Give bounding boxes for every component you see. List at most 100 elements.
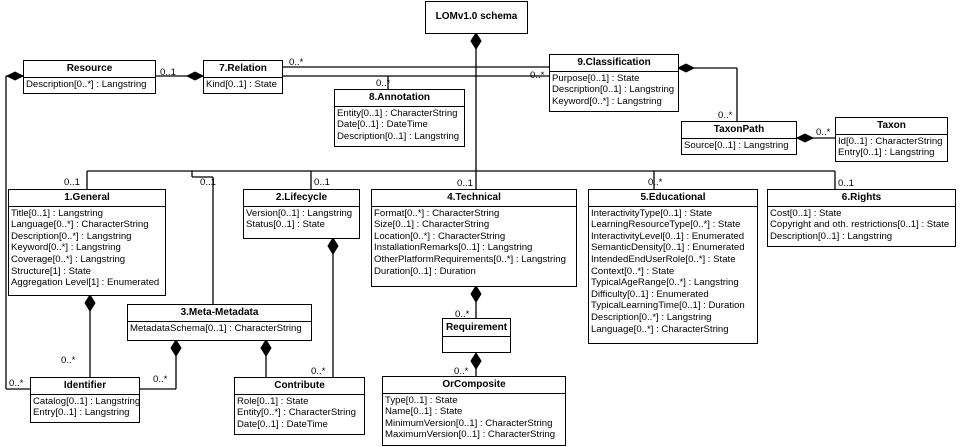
technical-attr: Location[0..*] : CharacterString [374,230,506,242]
requirement-class: Requirement [442,318,511,353]
educational-attr: Difficulty[0..1] : Enumerated [591,288,709,300]
general-attr: Aggregation Level[1] : Enumerated [11,277,160,289]
multiplicity-label: 0..* [311,366,326,377]
technical-attr: Format[0..*] : CharacterString [374,207,500,219]
rights-title: 6.Rights [768,190,955,207]
multiplicity-label: 0..1 [64,177,81,188]
multiplicity-label: 0..1 [457,178,474,189]
technical-attr: OtherPlatformRequirements[0..*] : Langst… [374,253,566,265]
multiplicity-label: 0..* [289,57,304,68]
rights-attr: Description[0..1] : Langstring [770,230,893,242]
classification-attr: Description[0..1] : Langstring [552,84,675,96]
multiplicity-label: 0..* [9,378,24,389]
technical-title: 4.Technical [372,190,576,207]
multiplicity-label: 0..* [455,309,470,320]
taxon-title: Taxon [836,118,947,135]
relation-attr: Kind[0..1] : State [206,78,277,90]
multiplicity-label: 0..* [718,110,733,121]
general-attr: Description[0..*] : Langstring [11,230,132,242]
technical-attr: Duration[0..1] : Duration [374,265,476,277]
multiplicity-label: 0..1 [314,177,331,188]
classification-attr: Purpose[0..1] : State [552,72,640,84]
metametadata-title: 3.Meta-Metadata [128,305,311,322]
general-attr: Coverage[0..*] : Langstring [11,253,126,265]
educational-attr: SemanticDensity[0..1] : Enumerated [591,242,745,254]
resource-title: Resource [24,61,155,78]
orcomposite-title: OrComposite [383,377,565,394]
annotation-attr: Entity[0..1] : CharacterString [337,107,458,119]
educational-attr: IntendedEndUserRole[0..*] : State [591,253,736,265]
identifier-title: Identifier [31,378,139,395]
technical-class: 4.Technical Format[0..*] : CharacterStri… [371,189,577,287]
lifecycle-title: 2.Lifecycle [244,190,359,207]
resource-class: Resource Description[0..*] : Langstring [23,60,156,94]
educational-attr: Language[0..*] : CharacterString [591,323,729,335]
multiplicity-label: 0..* [648,177,663,188]
annotation-attr: Description[0..1] : Langstring [337,130,460,142]
educational-attr: Context[0..*] : State [591,265,675,277]
requirement-title: Requirement [443,319,510,337]
classification-title: 9.Classification [550,55,678,72]
multiplicity-label: 0..* [530,70,545,81]
identifier-attr: Catalog[0..1] : Langstring [33,395,141,407]
orcomposite-attr: MaximumVersion[0..1] : CharacterString [385,429,556,441]
educational-attr: LearningResourceType[0..*] : State [591,219,741,231]
orcomposite-attr: Type[0..1] : State [385,394,458,406]
general-attr: Keyword[0..*] : Langstring [11,242,121,254]
general-attr: Language[0..*] : CharacterString [11,219,149,231]
metametadata-class: 3.Meta-Metadata MetadataSchema[0..1] : C… [127,304,312,341]
orcomposite-attr: Name[0..1] : State [385,406,463,418]
root-schema-box: LOMv1.0 schema [425,1,528,34]
multiplicity-label: 0..* [153,374,168,385]
taxon-class: Taxon Id[0..1] : CharacterString Entry[0… [835,117,948,162]
general-attr: Structure[1] : State [11,265,91,277]
educational-attr: TypicalAgeRange[0..*] : Langstring [591,277,739,289]
contribute-title: Contribute [235,378,364,395]
resource-attrs: Description[0..*] : Langstring [24,78,155,93]
educational-attr: InteractivityType[0..1] : State [591,207,713,219]
resource-attr: Description[0..*] : Langstring [26,78,147,90]
taxonpath-attr: Source[0..1] : Langstring [684,139,789,151]
identifier-class: Identifier Catalog[0..1] : Langstring En… [30,377,140,423]
multiplicity-label: 0..* [61,355,76,366]
rights-attr: Cost[0..1] : State [770,207,842,219]
root-schema-title: LOMv1.0 schema [435,11,518,22]
taxonpath-class: TaxonPath Source[0..1] : Langstring [681,121,797,155]
lifecycle-attr: Status[0..1] : State [246,219,325,231]
general-title: 1.General [9,190,165,207]
educational-title: 5.Educational [589,190,757,207]
annotation-attr: Date[0..1] : DateTime [337,119,428,131]
multiplicity-label: 0..1 [200,177,217,188]
metametadata-attr: MetadataSchema[0..1] : CharacterString [130,322,302,334]
taxon-attr: Entry[0..1] : Langstring [838,147,935,159]
relation-class: 7.Relation Kind[0..1] : State [203,60,283,94]
annotation-title: 8.Annotation [335,90,464,107]
multiplicity-label: 0..* [376,78,391,89]
educational-attr: Description[0..*] : Langstring [591,311,712,323]
annotation-class: 8.Annotation Entity[0..1] : CharacterStr… [334,89,465,147]
multiplicity-label: 0..1 [160,67,177,78]
taxonpath-title: TaxonPath [682,122,796,139]
multiplicity-label: 0..* [454,366,469,377]
orcomposite-attr: MinimumVersion[0..1] : CharacterString [385,417,553,429]
contribute-class: Contribute Role[0..1] : State Entity[0..… [234,377,365,435]
identifier-attr: Entry[0..1] : Langstring [33,407,130,419]
orcomposite-class: OrComposite Type[0..1] : State Name[0..1… [382,376,566,446]
taxon-attr: Id[0..1] : CharacterString [838,135,943,147]
educational-attr: TypicalLearningTime[0..1] : Duration [591,300,745,312]
technical-attr: InstallationRemarks[0..1] : Langstring [374,242,533,254]
educational-class: 5.Educational InteractivityType[0..1] : … [588,189,758,344]
contribute-attr: Role[0..1] : State [237,395,309,407]
technical-attr: Size[0..1] : CharacterString [374,219,490,231]
multiplicity-label: 0..1 [838,178,855,189]
classification-attr: Keyword[0..*] : Langstring [552,95,662,107]
contribute-attr: Entity[0..*] : CharacterString [237,407,356,419]
multiplicity-label: 0..* [816,127,831,138]
educational-attr: InteractivityLevel[0..1] : Enumerated [591,230,745,242]
general-attr: Title[0..1] : Langstring [11,207,103,219]
general-class: 1.General Title[0..1] : Langstring Langu… [8,189,166,296]
lifecycle-attr: Version[0..1] : Langstring [246,207,353,219]
contribute-attr: Date[0..1] : DateTime [237,418,328,430]
rights-attr: Copyright and oth. restrictions[0..1] : … [770,219,950,231]
